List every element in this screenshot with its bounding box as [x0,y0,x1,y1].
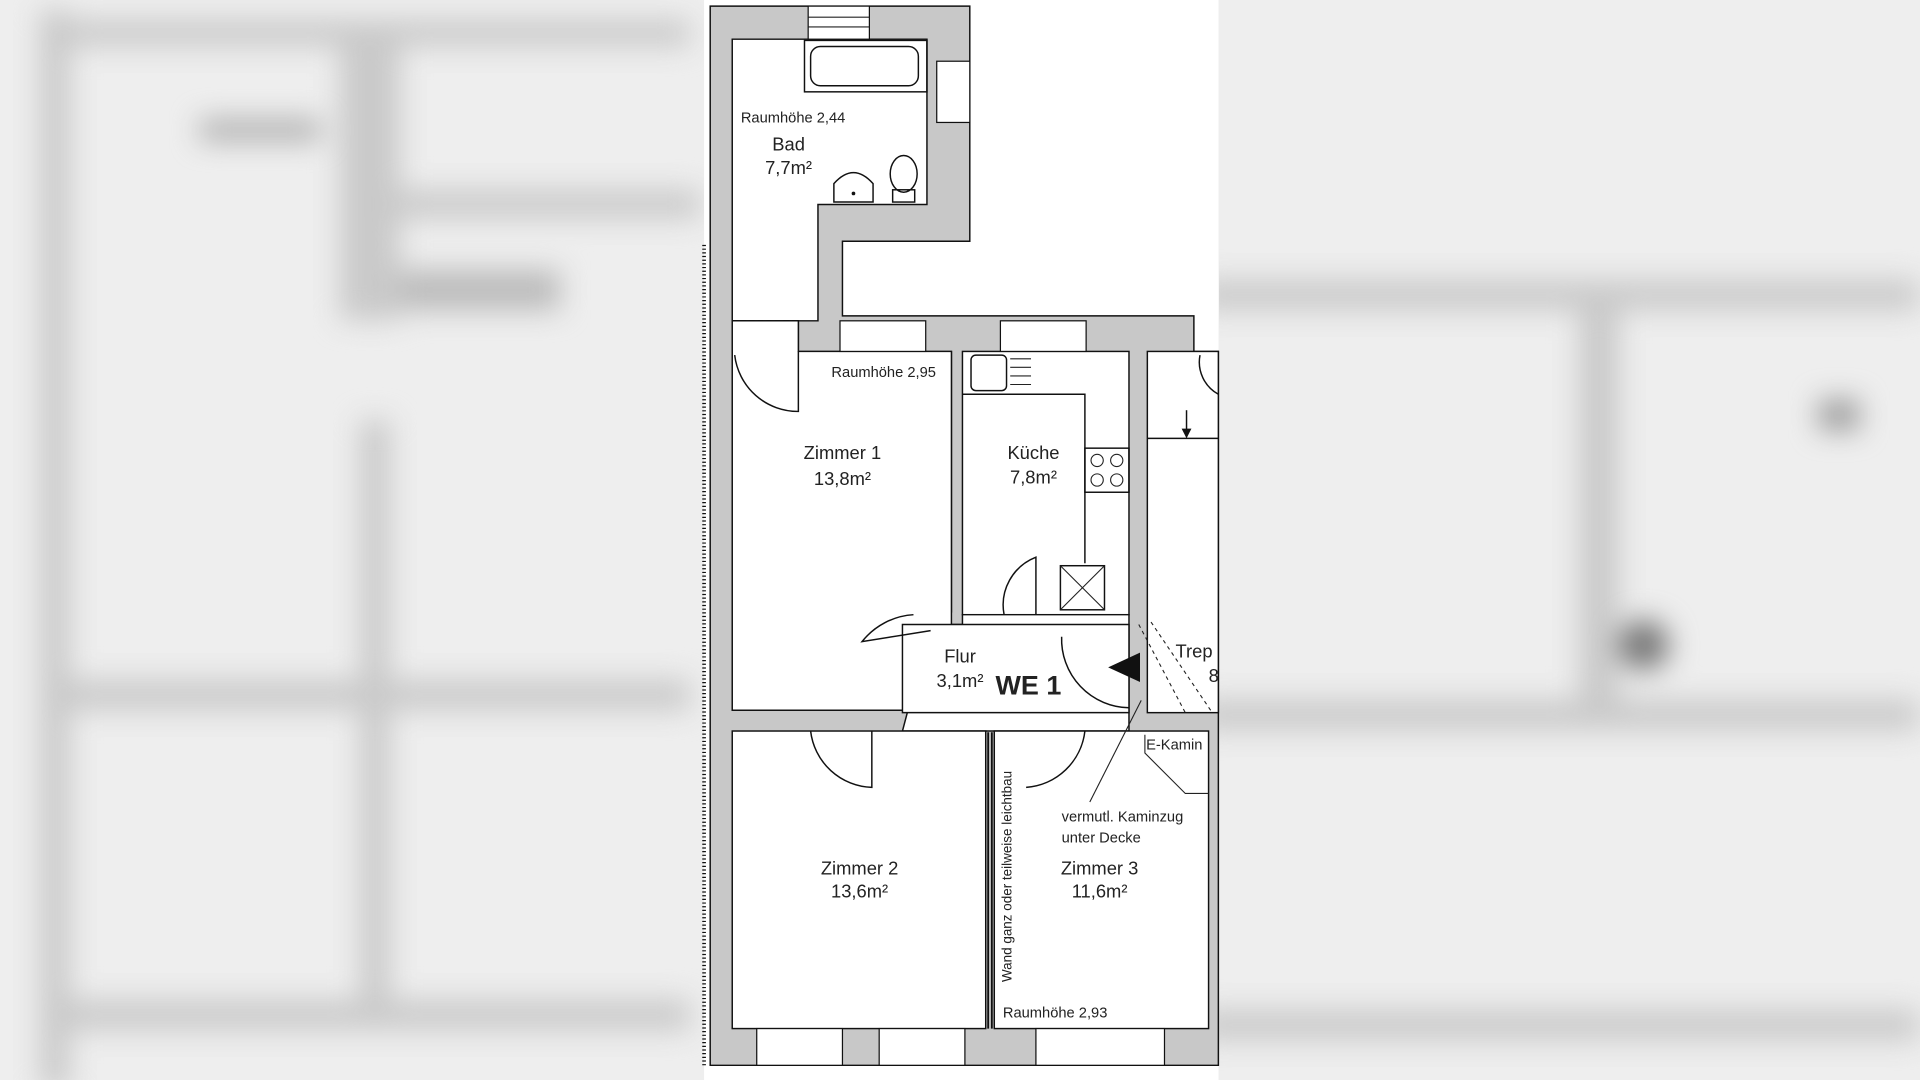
blurred-background-left [0,0,704,1080]
toilet-icon [889,154,918,203]
entrance-arrow-icon [1108,652,1140,683]
kitchen-sink-icon [970,354,1032,392]
room-zimmer-2 [731,730,987,1030]
bad-name: Bad [772,134,805,155]
doors [732,320,1219,1029]
zimmer3-height-label: Raumhöhe 2,93 [1003,1006,1108,1022]
unit-label: WE 1 [996,670,1062,700]
zimmer3-name: Zimmer 3 [1061,857,1139,878]
kaminzug-note-1: vermutl. Kaminzug [1062,810,1184,826]
zimmer1-height-label: Raumhöhe 2,95 [831,365,936,381]
bad-height-label: Raumhöhe 2,44 [741,110,846,126]
flur-name: Flur [944,645,976,666]
room-kueche [961,350,1130,616]
treppe-name: Trep [1176,641,1213,662]
zimmer3-area: 11,6m² [1072,881,1128,902]
treppe-area: 8 [1209,665,1219,686]
zimmer1-area: 13,8m² [814,468,871,489]
stove-icon [1084,447,1130,493]
wall-note: Wand ganz oder teilweise leichtbau [999,771,1014,982]
shaft-icon [1059,564,1106,611]
kueche-name: Küche [1007,442,1059,463]
flur-area: 3,1m² [937,670,984,691]
zimmer2-area: 13,6m² [831,881,888,902]
rooms [731,38,1220,1030]
kaminzug-note-2: unter Decke [1062,830,1141,846]
room-treppe [1146,350,1220,714]
zimmer2-name: Zimmer 2 [821,857,899,878]
windows [756,5,1166,1066]
kueche-area: 7,8m² [1010,467,1057,488]
blurred-background-right [1219,0,1920,1080]
zimmer1-name: Zimmer 1 [804,442,882,463]
bad-area: 7,7m² [765,157,812,178]
sink-icon [833,171,874,203]
bathtub-icon [803,39,928,93]
e-kamin-label: E-Kamin [1146,737,1202,753]
